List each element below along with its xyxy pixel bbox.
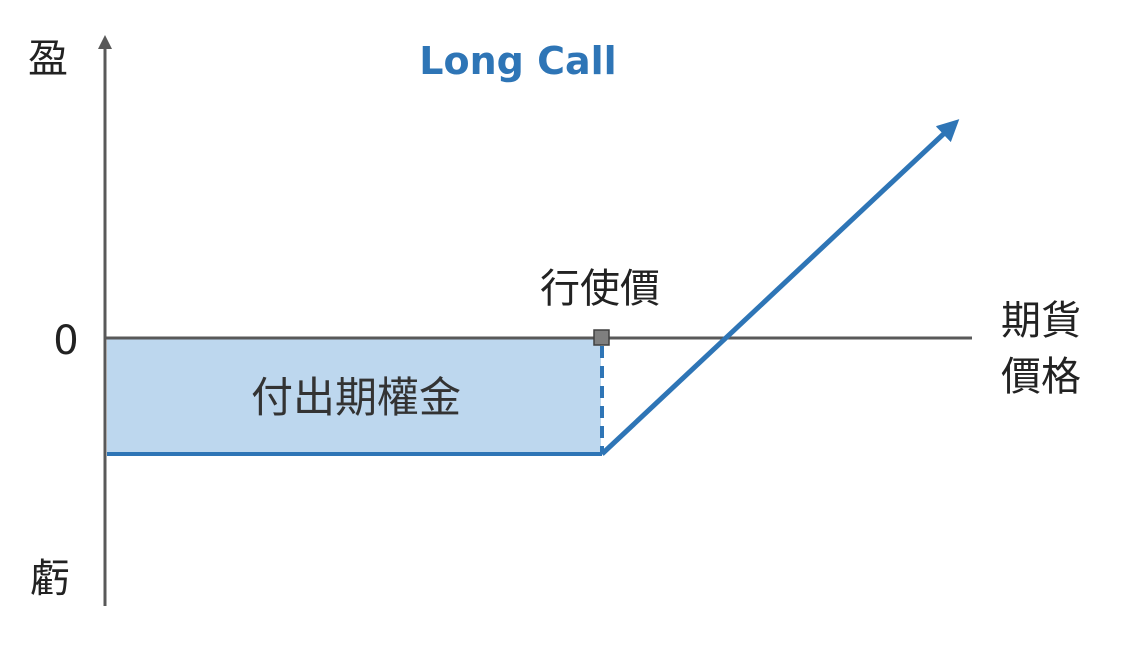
x-axis-label-line1: 期貨 (1001, 298, 1081, 344)
premium-region (107, 338, 601, 454)
loss-label: 虧 (30, 556, 70, 602)
payoff-rising-segment (600, 119, 960, 456)
strike-label: 行使價 (540, 266, 660, 312)
strike-marker (593, 329, 610, 346)
chart-title: Long Call (419, 39, 616, 83)
premium-region-label: 付出期權金 (251, 373, 461, 422)
x-axis-label-line2: 價格 (1001, 354, 1081, 400)
zero-label: 0 (53, 318, 78, 364)
profit-label: 盈 (28, 36, 68, 82)
